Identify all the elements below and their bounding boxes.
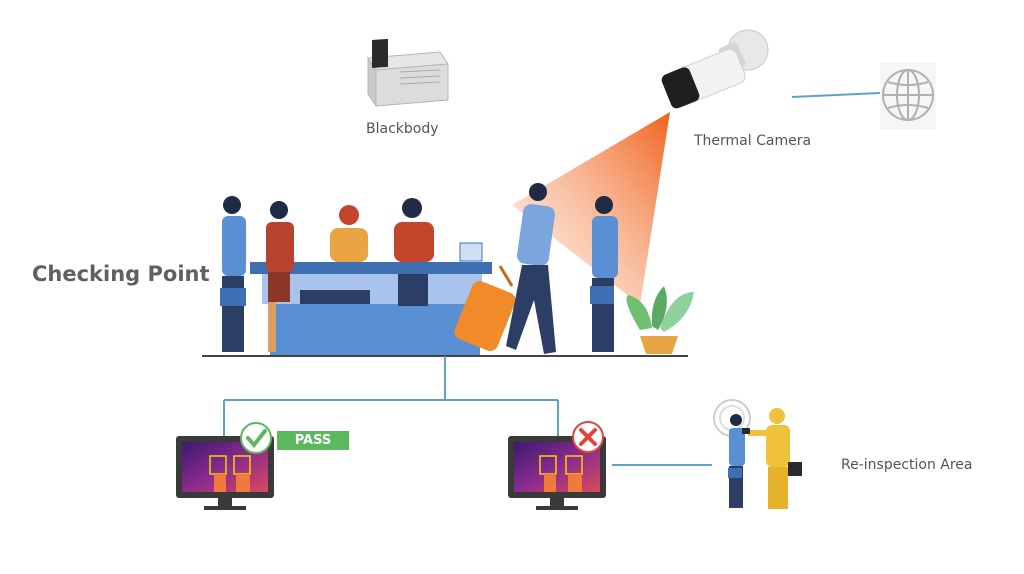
- check-icon: [240, 422, 272, 454]
- person-in-queue: [590, 196, 618, 352]
- blackbody-label: Blackbody: [366, 121, 439, 137]
- person-with-briefcase-left: [220, 196, 246, 352]
- thermal-camera-icon: [661, 29, 769, 109]
- pass-badge: [277, 431, 349, 450]
- network-globe-icon: [880, 62, 936, 130]
- reinspection-scene: [713, 399, 802, 509]
- pass-label: PASS: [294, 433, 332, 448]
- reinspection-area-label: Re-inspection Area: [841, 457, 973, 473]
- thermal-camera-label: Thermal Camera: [694, 133, 812, 149]
- network-link: [791, 92, 881, 98]
- reception-counter: [250, 242, 492, 355]
- potted-plant: [626, 286, 694, 354]
- thermal-camera-beam: [512, 112, 670, 305]
- cross-icon: [572, 421, 604, 453]
- person-red-jacket: [266, 201, 294, 352]
- blackbody-device-icon: [367, 38, 449, 108]
- person-walking: [506, 183, 556, 354]
- checking-point-label: Checking Point: [32, 262, 210, 286]
- staff-member-1: [300, 205, 370, 304]
- connector-lines: [223, 356, 712, 466]
- staff-member-2: [394, 198, 434, 306]
- luggage: [454, 265, 516, 351]
